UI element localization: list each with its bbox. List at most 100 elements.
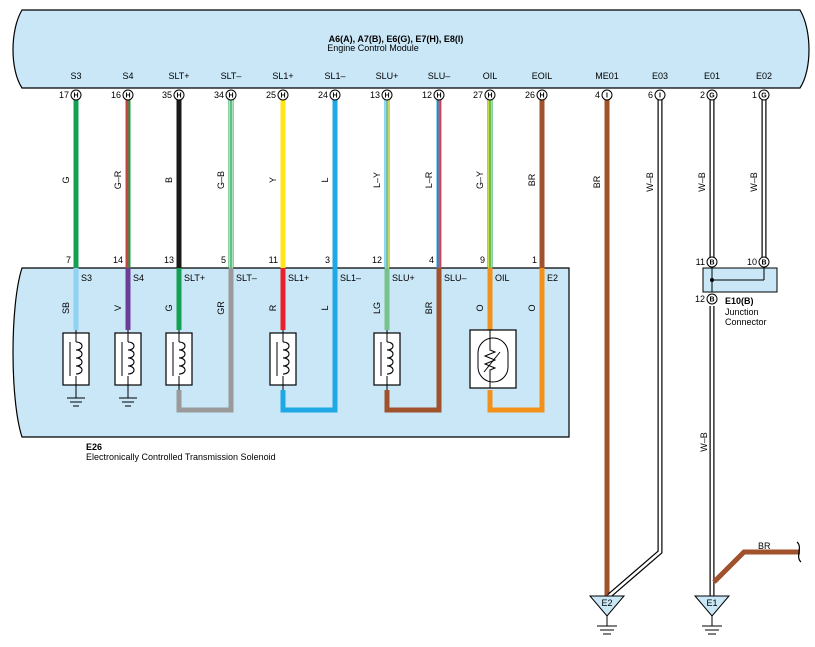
ecm-terminal-name-8: SLU–: [428, 71, 451, 81]
ecm-pin-11-letter: I: [606, 93, 608, 100]
ecm-terminal-name-4: SLT–: [221, 71, 242, 81]
ecm-pin-3: H: [173, 89, 185, 101]
ecm-pin-8: H: [433, 89, 445, 101]
solenoid-wire-label-9: O: [475, 304, 485, 311]
solenoid-wire-label-7: LG: [372, 302, 382, 314]
solenoid-pin-name-9: OIL: [495, 273, 510, 283]
e03-wire: [607, 92, 663, 598]
br-wire-break: [796, 541, 802, 563]
ecm-pin-13: G: [706, 89, 718, 101]
wire-label-5: Y: [268, 177, 278, 183]
ecm-title: A6(A), A7(B), E6(G), E7(H), E8(I): [329, 34, 464, 44]
ecm-pin-7: H: [381, 89, 393, 101]
ecm-pin-2: H: [122, 89, 134, 101]
solenoid-pin-number-9: 9: [480, 255, 485, 265]
ecm-pin-9-letter: H: [487, 93, 492, 100]
ecm-pin-number-11: 4: [595, 90, 600, 100]
junction-name-line2: Connector: [725, 317, 767, 327]
ecm-pin-number-13: 2: [700, 90, 705, 100]
ecm-pin-10: H: [536, 89, 548, 101]
s3-solenoid: [62, 330, 90, 407]
ecm-pin-5-letter: H: [280, 93, 285, 100]
ecm-pin-number-7: 13: [370, 90, 380, 100]
junction-ground-wire-label: W–B: [699, 432, 709, 452]
ecm-pin-1-letter: H: [73, 93, 78, 100]
wire-label-3: B: [164, 177, 174, 183]
solenoid-pin-name-2: S4: [133, 273, 144, 283]
ecm-box: [12, 9, 810, 89]
solenoid-name: Electronically Controlled Transmission S…: [86, 452, 276, 462]
wire-label-2: G–R: [113, 170, 123, 189]
s4-solenoid: [114, 330, 142, 407]
ecm-terminal-name-2: S4: [122, 71, 133, 81]
slt-solenoid: [165, 330, 193, 390]
ecm-terminal-name-9: OIL: [483, 71, 498, 81]
ecm-pin-10-letter: H: [539, 93, 544, 100]
ecm-pin-number-3: 35: [162, 90, 172, 100]
junction-pin-number-2: 10: [747, 257, 757, 267]
junction-pin-1-letter: B: [709, 260, 714, 267]
e03-wire-core: [608, 92, 662, 597]
solenoid-wire-label-1: SB: [61, 302, 71, 314]
junction-code: E10(B): [725, 296, 754, 306]
ground-e2: E2: [588, 595, 626, 635]
ecm-terminal-name-3: SLT+: [168, 71, 189, 81]
junction-pin-2: B: [758, 256, 770, 268]
solenoid-pin-name-10: E2: [547, 273, 558, 283]
solenoid-pin-name-5: SL1+: [288, 273, 309, 283]
solenoid-code: E26: [86, 442, 102, 452]
junction-pin-2-letter: B: [761, 260, 766, 267]
solenoid-pin-number-5: 11: [269, 255, 278, 265]
junction-pin-number-3: 12: [695, 294, 705, 304]
solenoid-pin-number-7: 12: [372, 255, 382, 265]
ecm-pin-number-14: 1: [752, 90, 757, 100]
ecm-pin-2-letter: H: [125, 93, 130, 100]
wire-label-7: L–Y: [372, 172, 382, 188]
ecm-pin-12: I: [654, 89, 666, 101]
solenoid-pin-name-8: SLU–: [444, 273, 467, 283]
solenoid-pin-number-2: 14: [113, 255, 123, 265]
br-wire-label: BR: [758, 541, 771, 551]
oil-temp-sensor: [469, 329, 517, 389]
ecm-pin-3-letter: H: [176, 93, 181, 100]
slu-solenoid: [373, 330, 401, 390]
ecm-pin-number-1: 17: [59, 90, 69, 100]
solenoid-wire-label-6: L: [320, 305, 330, 310]
wire-label-9: G–Y: [475, 171, 485, 189]
ecm-pin-number-4: 34: [214, 90, 224, 100]
wire-label-10: BR: [527, 173, 537, 186]
ecm-pin-14: G: [758, 89, 770, 101]
ecm-pin-number-8: 12: [422, 90, 432, 100]
ground-e2-label: E2: [601, 598, 612, 608]
solenoid-pin-number-6: 3: [325, 255, 330, 265]
ecm-pin-number-2: 16: [111, 90, 121, 100]
sl1-solenoid: [269, 330, 297, 390]
solenoid-pin-number-3: 13: [164, 255, 174, 265]
junction-pin-3-letter: B: [709, 297, 714, 304]
ecm-pin-5: H: [277, 89, 289, 101]
solenoid-pin-name-1: S3: [81, 273, 92, 283]
wire-label-14: W–B: [749, 172, 759, 192]
wire-label-6: L: [320, 177, 330, 182]
solenoid-pin-number-1: 7: [66, 255, 71, 265]
br-ground-wire: [712, 549, 800, 584]
ecm-terminal-name-1: S3: [70, 71, 81, 81]
wire-label-11: BR: [592, 175, 602, 188]
wire-label-12: W–B: [645, 172, 655, 192]
ecm-pin-12-letter: I: [659, 93, 661, 100]
ecm-pin-11: I: [601, 89, 613, 101]
ecm-terminal-name-7: SLU+: [376, 71, 399, 81]
ecm-pin-6-letter: H: [332, 93, 337, 100]
solenoid-pin-number-8: 4: [429, 255, 434, 265]
ecm-pin-number-5: 25: [266, 90, 276, 100]
junction-pin-number-1: 11: [696, 257, 705, 267]
ecm-pin-4: H: [225, 89, 237, 101]
ecm-pin-13-letter: G: [709, 93, 715, 100]
ecm-terminal-name-14: E02: [756, 71, 772, 81]
ecm-pin-9: H: [484, 89, 496, 101]
wire-label-1: G: [61, 176, 71, 183]
junction-name-line1: Junction: [725, 307, 759, 317]
ecm-pin-number-10: 26: [525, 90, 535, 100]
ecm-terminal-name-11: ME01: [595, 71, 619, 81]
